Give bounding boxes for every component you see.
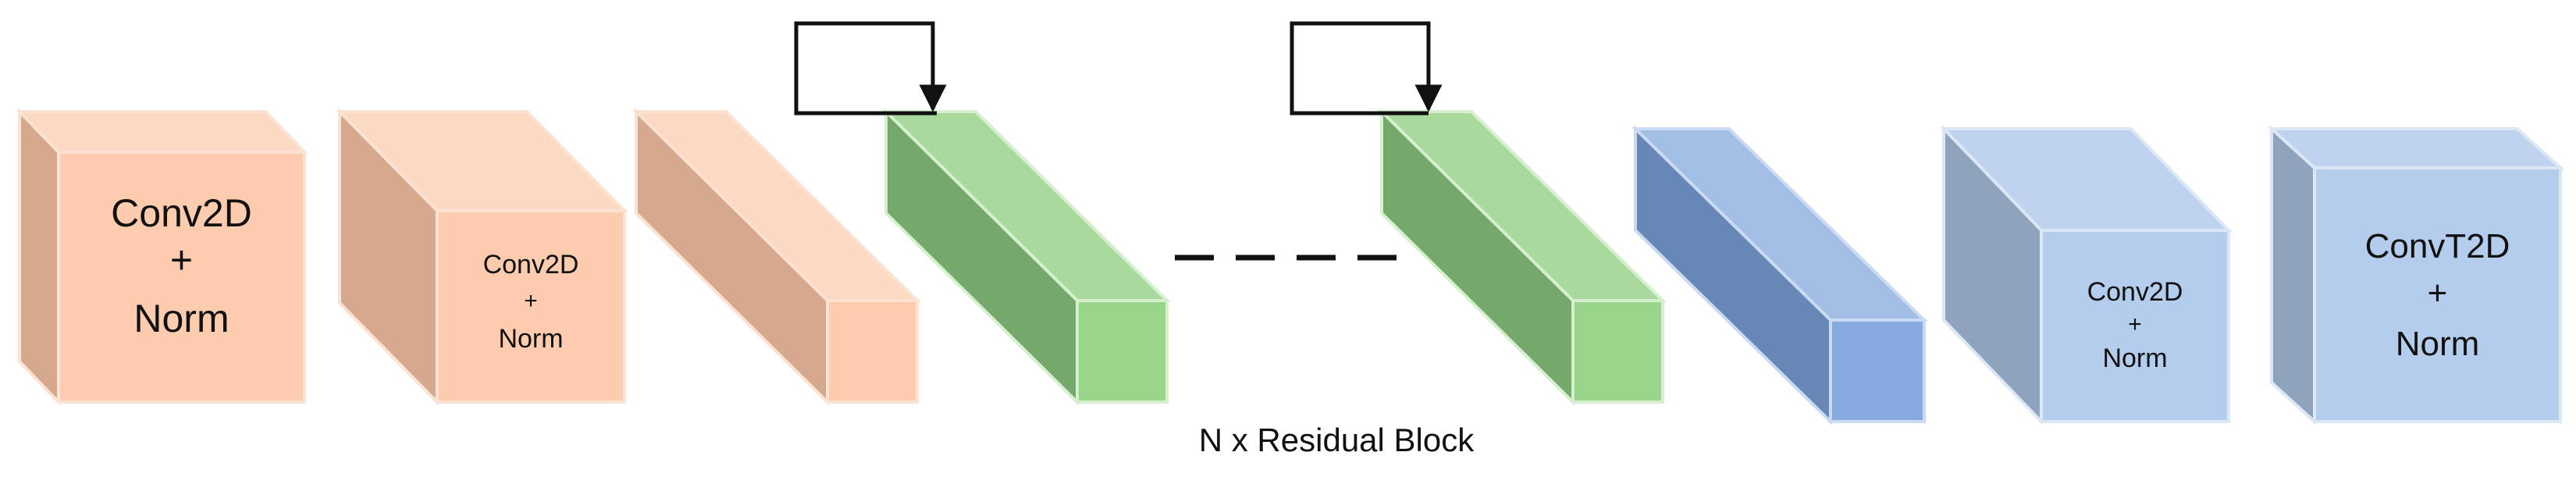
block-conv2d-norm-2: Conv2D + Norm	[336, 108, 628, 406]
residual-caption: N x Residual Block	[1199, 422, 1475, 458]
block-label-line: Norm	[2396, 325, 2480, 363]
block-front-face	[1829, 319, 1926, 423]
skip-connection-arrow-1	[794, 21, 947, 116]
block-label-line: +	[2428, 274, 2448, 312]
block-label-line: Conv2D	[111, 191, 252, 235]
block-conv2d-norm-3: Conv2D + Norm	[1940, 125, 2233, 425]
block-top-face	[16, 110, 308, 154]
block-deconv-block-1	[1631, 125, 1928, 425]
block-front-face	[436, 209, 626, 404]
block-label-line: +	[170, 238, 193, 282]
block-convt2d-norm: ConvT2D + Norm	[2267, 125, 2565, 425]
block-label-line: ConvT2D	[2365, 227, 2510, 265]
block-label-line: Norm	[133, 297, 229, 340]
block-conv2d-norm-1: Conv2D+ Norm	[16, 108, 308, 406]
block-label-line: +	[2128, 311, 2142, 337]
skip-connection-arrow-2	[1290, 21, 1443, 116]
block-label-line: Norm	[2102, 344, 2167, 373]
block-residual-block-1	[882, 108, 1171, 406]
block-side-face	[18, 108, 60, 406]
block-top-face	[2267, 127, 2565, 169]
block-front-face	[826, 299, 919, 404]
block-label-line: Norm	[498, 324, 563, 354]
block-side-face	[2270, 125, 2316, 425]
block-label-line: +	[524, 288, 538, 314]
block-label-line: Conv2D	[483, 250, 579, 279]
block-front-face	[2313, 166, 2562, 423]
block-label-line: Conv2D	[2087, 277, 2183, 307]
block-conv-block-3	[632, 108, 921, 406]
blocks-layer: Conv2D+NormConv2D+NormConv2D+NormConvT2D…	[16, 108, 2565, 425]
block-front-face	[57, 151, 306, 404]
block-front-face	[2040, 229, 2230, 423]
block-residual-block-n	[1378, 108, 1667, 406]
block-front-face	[1076, 299, 1169, 404]
block-front-face	[1571, 299, 1664, 404]
